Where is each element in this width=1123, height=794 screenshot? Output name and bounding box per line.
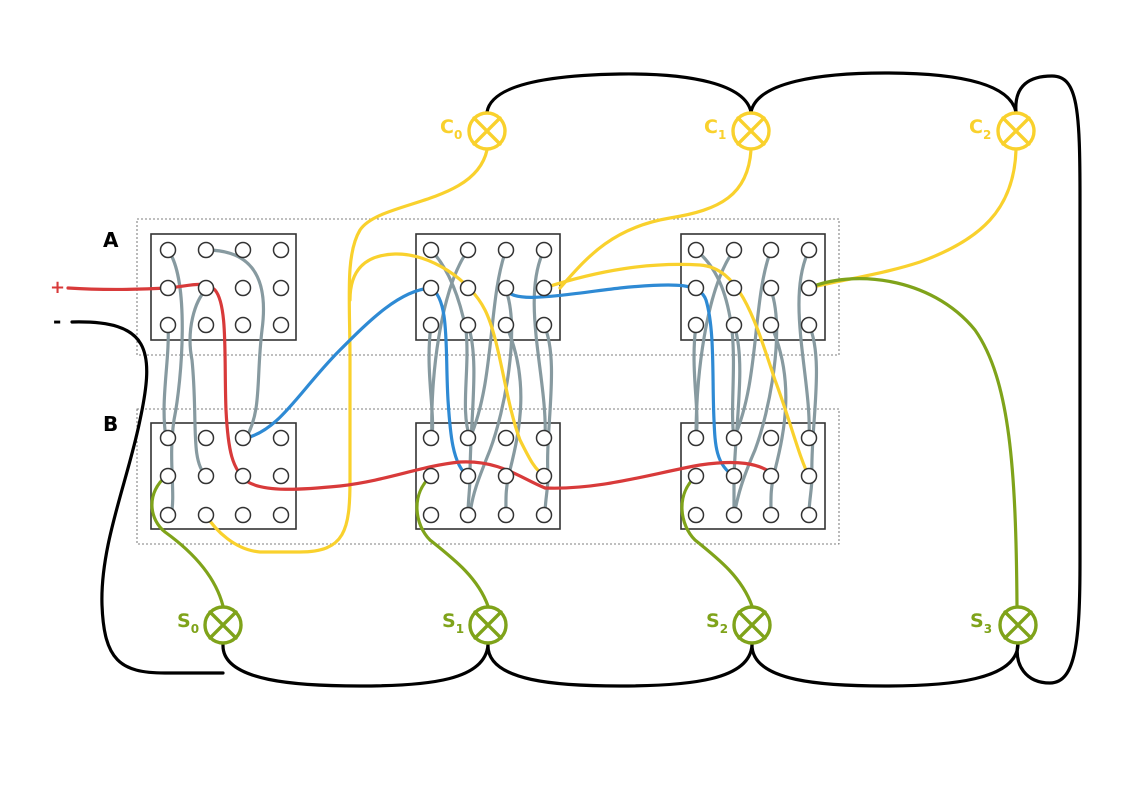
terminal-a1-2-0: [422, 316, 440, 334]
terminal-b1-1-2: [497, 467, 515, 485]
terminal-b1-0-3: [535, 429, 553, 447]
row-a-label: A: [103, 228, 119, 252]
terminal-b2-2-1: [725, 506, 743, 524]
terminal-b0-0-1: [197, 429, 215, 447]
terminal-a0-1-0: [159, 279, 177, 297]
terminal-b0-0-0: [159, 429, 177, 447]
sum-lamp-0-label: S0: [177, 610, 199, 636]
terminal-a1-0-3: [535, 241, 553, 259]
terminal-b2-1-0: [687, 467, 705, 485]
sum-lamp-1: S1: [442, 605, 508, 645]
terminal-a0-2-1: [197, 316, 215, 334]
terminal-b2-2-2: [762, 506, 780, 524]
row-b-label: B: [103, 412, 118, 436]
terminal-a2-0-2: [762, 241, 780, 259]
terminal-b1-2-3: [535, 506, 553, 524]
terminal-b2-0-0: [687, 429, 705, 447]
terminal-a0-0-0: [159, 241, 177, 259]
row-b-zone: [136, 408, 840, 545]
terminal-a0-0-1: [197, 241, 215, 259]
terminal-a2-1-1: [725, 279, 743, 297]
carry-lamp-2: C2: [969, 111, 1036, 151]
terminal-a0-2-2: [234, 316, 252, 334]
terminal-a1-0-1: [459, 241, 477, 259]
terminal-b1-1-3: [535, 467, 553, 485]
sum-lamp-2-label: S2: [706, 610, 728, 636]
terminal-b1-1-0: [422, 467, 440, 485]
terminal-a0-1-1: [197, 279, 215, 297]
terminal-a1-2-2: [497, 316, 515, 334]
terminal-a0-0-3: [272, 241, 290, 259]
terminal-a2-0-0: [687, 241, 705, 259]
terminal-b1-2-0: [422, 506, 440, 524]
terminal-a0-2-3: [272, 316, 290, 334]
carry-lamp-1-label: C1: [704, 116, 726, 142]
sum-lamp-3-label: S3: [970, 610, 992, 636]
terminal-b0-2-2: [234, 506, 252, 524]
terminal-a2-0-3: [800, 241, 818, 259]
terminal-b2-1-1: [725, 467, 743, 485]
terminal-b1-0-1: [459, 429, 477, 447]
terminal-a2-1-3: [800, 279, 818, 297]
sum-lamp-2: S2: [706, 605, 772, 645]
plus-label: +: [50, 277, 65, 298]
terminal-b2-0-1: [725, 429, 743, 447]
carry-lamp-0: C0: [440, 111, 507, 151]
terminal-a1-1-3: [535, 279, 553, 297]
yellow-wires: [204, 148, 1018, 554]
terminal-a0-1-2: [234, 279, 252, 297]
terminal-a1-0-2: [497, 241, 515, 259]
terminal-b2-2-3: [800, 506, 818, 524]
gray-wires: [162, 248, 819, 517]
terminal-b1-0-0: [422, 429, 440, 447]
sum-lamp-1-label: S1: [442, 610, 464, 636]
terminal-b0-2-1: [197, 506, 215, 524]
minus-label: -: [53, 309, 61, 333]
black-wires: [70, 71, 1082, 688]
terminal-b0-2-3: [272, 506, 290, 524]
carry-lamp-0-label: C0: [440, 116, 462, 142]
terminal-a1-2-1: [459, 316, 477, 334]
terminals: [159, 241, 818, 524]
terminal-a0-2-0: [159, 316, 177, 334]
terminal-a1-0-0: [422, 241, 440, 259]
terminal-b0-0-3: [272, 429, 290, 447]
terminal-a2-0-1: [725, 241, 743, 259]
terminal-a0-1-3: [272, 279, 290, 297]
terminal-b1-2-2: [497, 506, 515, 524]
terminal-a1-2-3: [535, 316, 553, 334]
terminal-b0-1-1: [197, 467, 215, 485]
terminal-a1-1-0: [422, 279, 440, 297]
terminal-b2-1-2: [762, 467, 780, 485]
terminal-b2-2-0: [687, 506, 705, 524]
terminal-a2-2-0: [687, 316, 705, 334]
terminal-b2-0-2: [762, 429, 780, 447]
terminal-b0-1-0: [159, 467, 177, 485]
terminal-a2-2-1: [725, 316, 743, 334]
terminal-a0-0-2: [234, 241, 252, 259]
sum-lamp-0: S0: [177, 605, 243, 645]
terminal-b1-0-2: [497, 429, 515, 447]
terminal-a2-1-0: [687, 279, 705, 297]
terminal-a1-1-1: [459, 279, 477, 297]
sum-lamp-3: S3: [970, 605, 1038, 645]
blue-wires: [244, 283, 736, 478]
terminal-b0-1-3: [272, 467, 290, 485]
terminal-b1-2-1: [459, 506, 477, 524]
olive-wires: [150, 277, 1019, 608]
terminal-b2-0-3: [800, 429, 818, 447]
terminal-a2-2-2: [762, 316, 780, 334]
carry-lamp-1: C1: [704, 111, 771, 151]
terminal-a2-1-2: [762, 279, 780, 297]
terminal-a1-1-2: [497, 279, 515, 297]
carry-lamp-2-label: C2: [969, 116, 991, 142]
terminal-a2-2-3: [800, 316, 818, 334]
terminal-b0-2-0: [159, 506, 177, 524]
terminal-b0-0-2: [234, 429, 252, 447]
terminal-b0-1-2: [234, 467, 252, 485]
terminal-b2-1-3: [800, 467, 818, 485]
terminal-b1-1-1: [459, 467, 477, 485]
